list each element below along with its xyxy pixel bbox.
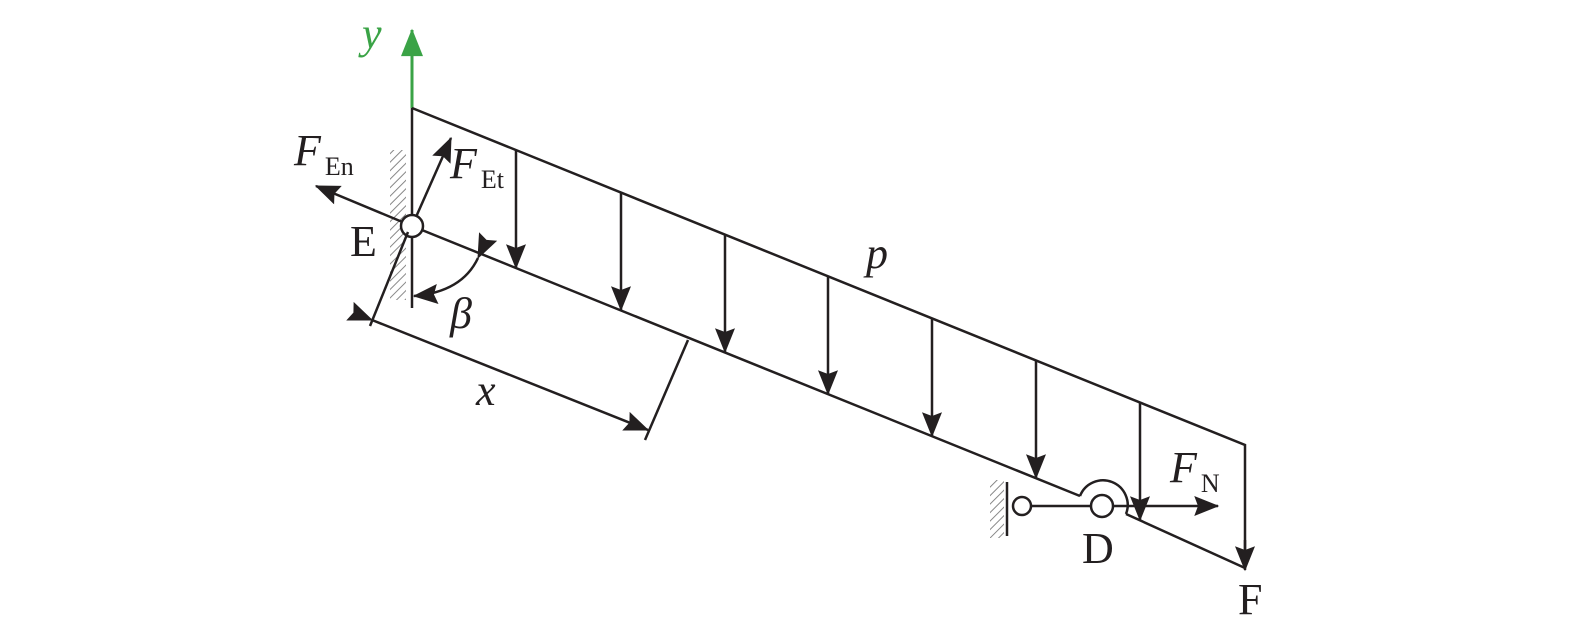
f-en-arrow [314, 184, 413, 228]
beta-label: β [449, 289, 472, 338]
hinge-d [1089, 493, 1115, 519]
beam-line [411, 224, 1081, 498]
beam-line-end [1125, 512, 1246, 570]
length-x-label: x [475, 366, 496, 415]
point-d-label: D [1082, 524, 1114, 573]
distributed-load-arrows [506, 150, 1150, 522]
wall-hatch-e [390, 150, 406, 300]
f-et-arrow [410, 136, 453, 227]
hinge-d-housing [1078, 479, 1129, 515]
point-f-label: F [1238, 575, 1262, 624]
point-e-label: E [350, 217, 377, 266]
hinge-e [399, 213, 425, 239]
dimension-extension-right [643, 339, 690, 441]
load-top-line [411, 106, 1247, 568]
support-hatch [990, 480, 1004, 538]
support-pin [1011, 495, 1033, 517]
load-p-label: p [863, 229, 888, 278]
dimension-x-line [346, 301, 650, 432]
y-axis-label: y [358, 9, 382, 58]
beta-angle-arc [412, 232, 498, 304]
